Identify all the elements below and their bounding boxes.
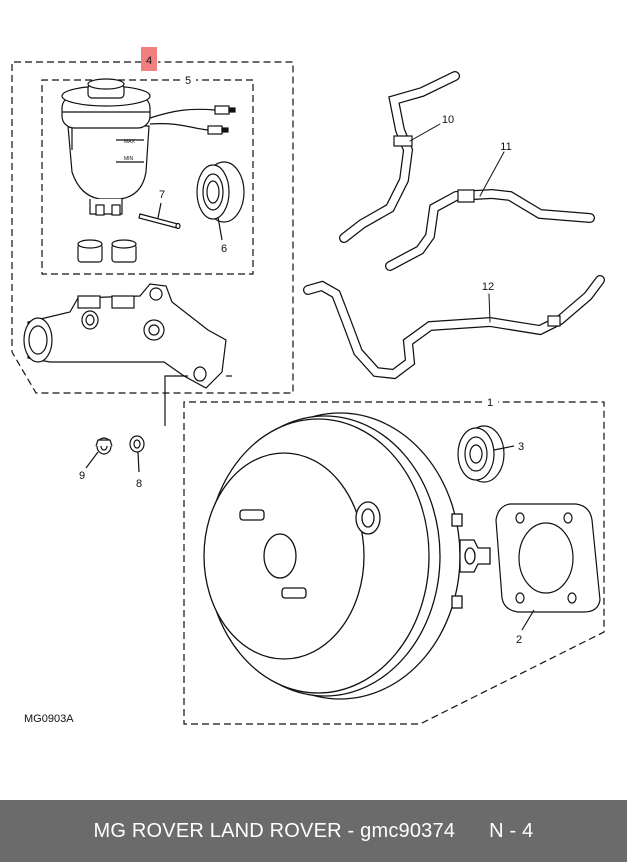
- footer-page: N - 4: [489, 819, 534, 842]
- callout-3: 3: [518, 441, 524, 453]
- hose-lower: 12: [303, 275, 605, 380]
- parts-diagram: 4 5 MAX MIN 7: [11, 47, 605, 725]
- pin: 7: [138, 189, 181, 230]
- callout-5: 5: [185, 75, 191, 87]
- nut: 9: [79, 437, 113, 482]
- master-cylinder: [23, 283, 232, 389]
- callout-8: 8: [136, 478, 142, 490]
- callout-6: 6: [221, 243, 227, 255]
- hose-upper: 10: [339, 71, 460, 243]
- callout-7: 7: [159, 189, 165, 201]
- reservoir-kit-group: 5: [41, 75, 254, 275]
- callout-12: 12: [482, 281, 494, 293]
- stud-leader: [164, 375, 188, 426]
- master-cylinder-assembly-group: 4: [11, 47, 294, 394]
- callout-4-highlight: [141, 47, 157, 71]
- max-mark: MAX: [124, 139, 136, 145]
- washer: 8: [129, 435, 145, 490]
- reservoir-seals: [77, 239, 137, 263]
- booster-seal: 3: [457, 425, 524, 483]
- diagram-code: MG0903A: [24, 713, 74, 725]
- fluid-reservoir: MAX MIN: [61, 78, 151, 216]
- booster-gasket: 2: [495, 503, 601, 646]
- callout-2: 2: [516, 634, 522, 646]
- callout-1: 1: [487, 397, 493, 409]
- min-mark: MIN: [124, 156, 134, 162]
- hose-middle: 11: [385, 141, 595, 271]
- grommet-seal: 6: [196, 161, 245, 255]
- sensor-wire: [149, 105, 236, 135]
- brake-booster: [203, 412, 491, 700]
- callout-10: 10: [442, 114, 454, 126]
- booster-group: 1: [183, 397, 605, 725]
- callout-11: 11: [500, 141, 511, 153]
- footer-brand: MG ROVER LAND ROVER - gmc90374: [93, 819, 456, 842]
- callout-4: 4: [146, 55, 152, 67]
- callout-9: 9: [79, 470, 85, 482]
- footer-bar: MG ROVER LAND ROVER - gmc90374 N - 4: [0, 800, 627, 862]
